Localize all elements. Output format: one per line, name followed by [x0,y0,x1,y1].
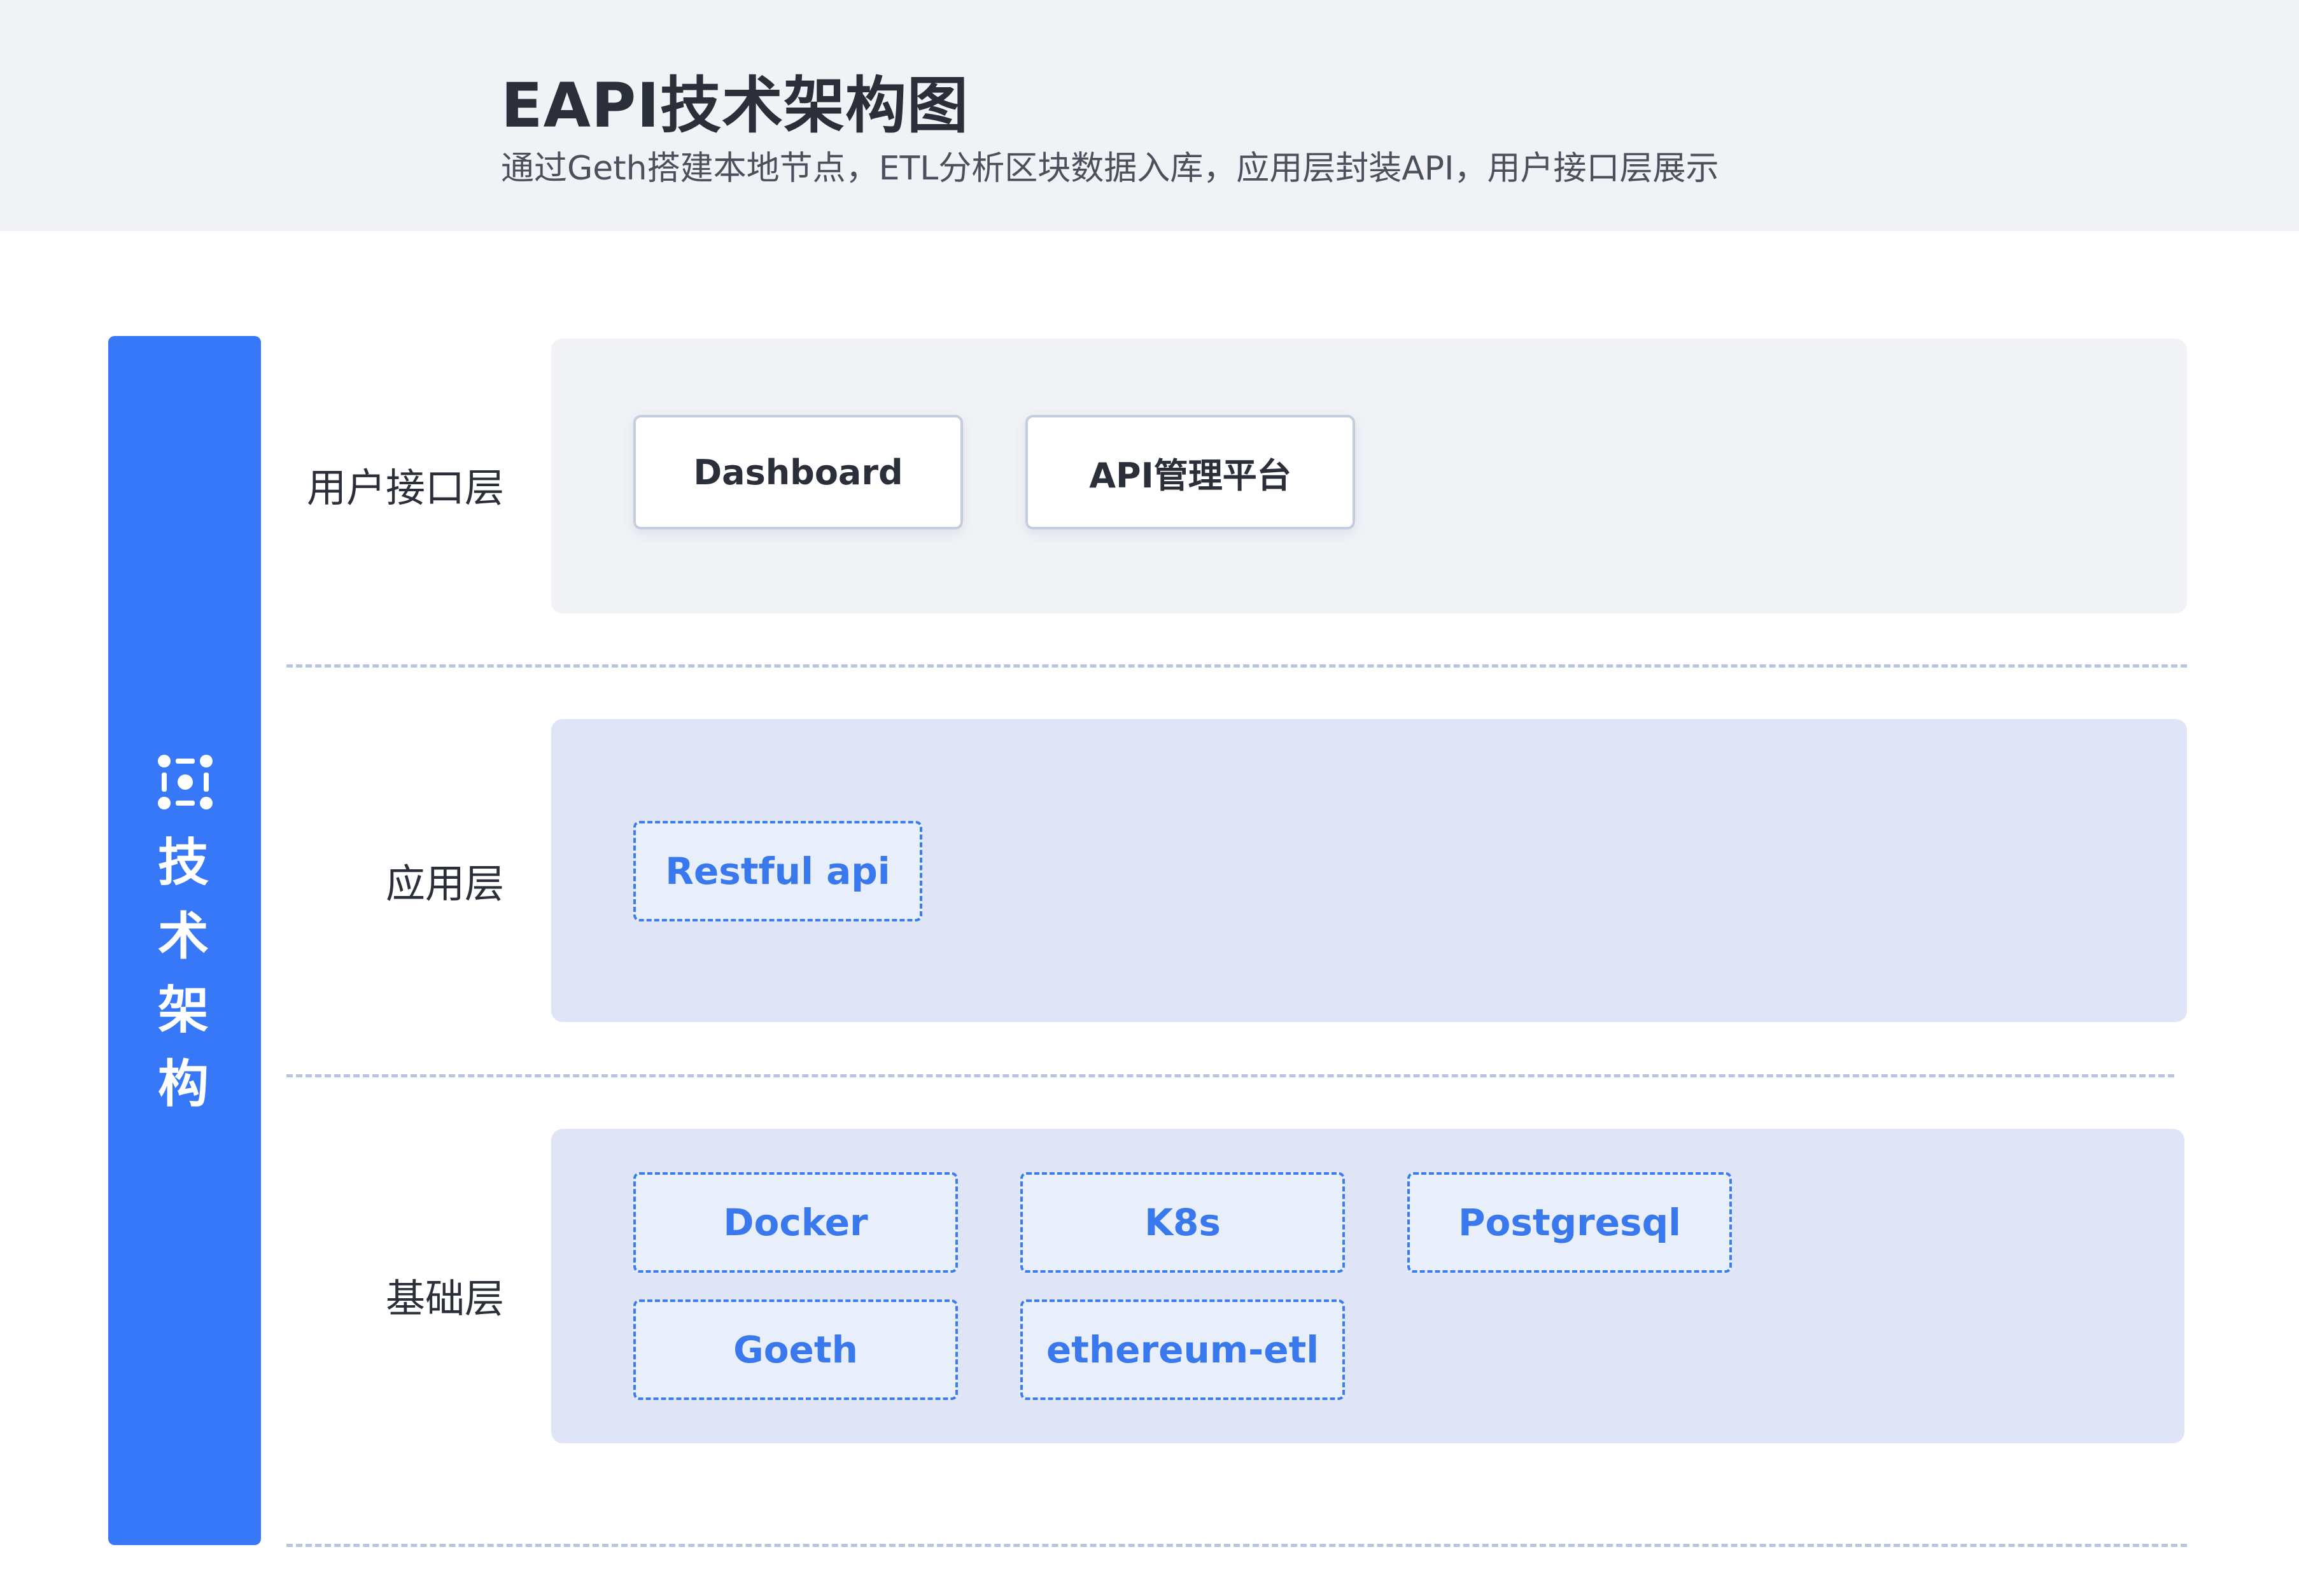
ethereum-etl-box[interactable]: ethereum-etl [1020,1299,1345,1400]
postgresql-box[interactable]: Postgresql [1407,1172,1732,1273]
sidebar-label-char: 术 [158,907,211,966]
sidebar-label-char: 架 [158,981,211,1040]
k8s-box[interactable]: K8s [1020,1172,1345,1273]
header-bar: EAPI技术架构图 通过Geth搭建本地节点，ETL分析区块数据入库，应用层封装… [0,0,2299,231]
sidebar-label: 技 术 架 构 [108,826,261,1121]
layer-divider [286,664,2187,668]
layer-label-base: 基础层 [385,1275,504,1322]
page-title: EAPI技术架构图 [501,70,969,141]
layer-divider [286,1544,2187,1547]
goeth-box[interactable]: Goeth [633,1299,958,1400]
layer-label-user: 用户接口层 [306,465,504,511]
restful-api-box[interactable]: Restful api [633,821,922,921]
layer-label-app: 应用层 [385,860,504,907]
docker-box[interactable]: Docker [633,1172,958,1273]
architecture-sidebar: 技 术 架 构 [108,336,261,1545]
sidebar-label-char: 构 [158,1054,211,1114]
layer-divider [286,1074,2174,1077]
grid-nodes-icon [158,755,213,809]
sidebar-label-char: 技 [158,833,211,892]
page-subtitle: 通过Geth搭建本地节点，ETL分析区块数据入库，应用层封装API，用户接口层展… [501,150,1719,188]
api-management-box[interactable]: API管理平台 [1025,415,1355,529]
dashboard-box[interactable]: Dashboard [633,415,963,529]
